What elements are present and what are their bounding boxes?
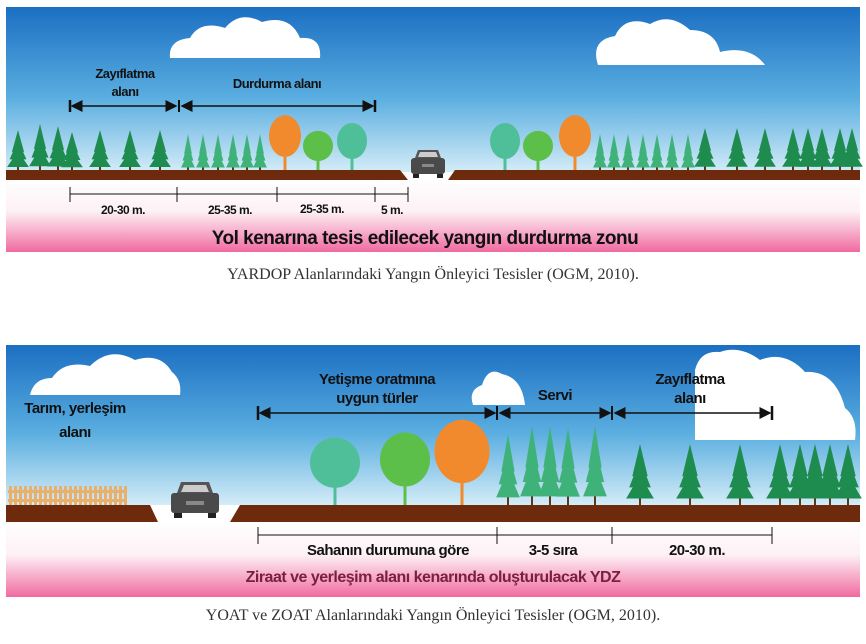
dimension-label: Sahanın durumuna göre [307, 542, 469, 559]
dimension-label: 3-5 sıra [529, 542, 579, 559]
conifer-tree-icon [665, 134, 679, 172]
conifer-tree-icon [240, 134, 254, 172]
car-icon [411, 150, 445, 178]
figure-yardop: Zayıflatma alanı Durdurma alanı 20-30 m.… [6, 7, 863, 252]
conifer-tree-icon [650, 134, 664, 172]
label-zayiflatma-2: alanı [111, 84, 138, 99]
deciduous-tree-icon [523, 130, 553, 172]
deciduous-tree-icon [310, 437, 360, 506]
conifer-tree-icon [766, 444, 794, 506]
conifer-tree-icon [834, 444, 862, 506]
label-tarim-2: alanı [59, 424, 91, 441]
label-tarim: Tarım, yerleşim [24, 400, 126, 417]
dimension-line [257, 527, 773, 544]
figure-title: Yol kenarına tesis edilecek yangın durdu… [212, 228, 639, 249]
conifer-tree-icon [681, 134, 695, 172]
deciduous-tree-icon [337, 123, 367, 172]
label-yetisme-2: uygun türler [336, 390, 418, 407]
dimension-label: 25-35 m. [208, 203, 252, 217]
deciduous-tree-icon [303, 130, 333, 172]
conifer-tree-icon [626, 444, 654, 506]
deciduous-tree-icon [434, 419, 490, 506]
conifer-tree-icon [811, 128, 833, 172]
label-yetisme: Yetişme oratmına [319, 371, 436, 388]
conifer-tree-icon [694, 128, 716, 172]
conifer-tree-icon [211, 134, 225, 172]
ground [6, 505, 860, 522]
conifer-tree-icon [149, 130, 171, 172]
conifer-tree-icon [226, 134, 240, 172]
figure-caption: YOAT ve ZOAT Alanlarındaki Yangın Önleyi… [205, 607, 661, 624]
conifer-tree-icon [726, 128, 748, 172]
fence [8, 486, 127, 505]
figure-yoat-zoat: Tarım, yerleşim alanı Yetişme oratmına u… [6, 345, 862, 597]
ground-band [6, 520, 860, 597]
figure-caption: YARDOP Alanlarındaki Yangın Önleyici Tes… [227, 266, 639, 283]
dimension-label: 5 m. [381, 203, 403, 217]
ground [6, 170, 860, 180]
label-zayiflatma: Zayıflatma [655, 371, 725, 388]
conifer-tree-icon [7, 130, 29, 172]
dimension-line [69, 187, 409, 202]
car-icon [171, 482, 219, 518]
label-zayiflatma: Zayıflatma [95, 66, 156, 81]
conifer-tree-icon [181, 134, 195, 172]
conifer-tree-icon [754, 128, 776, 172]
dimension-label: 20-30 m. [101, 203, 145, 217]
conifer-tree-icon [520, 426, 544, 506]
conifer-tree-icon [816, 444, 844, 506]
conifer-tree-icon [841, 128, 863, 172]
deciduous-tree-icon [559, 115, 591, 172]
conifer-tree-icon [253, 134, 267, 172]
span-arrows [68, 100, 377, 112]
dimension-label: 25-35 m. [300, 202, 344, 216]
conifer-tree-icon [593, 134, 607, 172]
conifer-tree-icon [47, 126, 69, 172]
conifer-tree-icon [89, 130, 111, 172]
conifer-tree-icon [607, 134, 621, 172]
deciduous-tree-icon [490, 123, 520, 172]
label-servi: Servi [538, 387, 573, 404]
ground-band [6, 178, 860, 252]
conifer-tree-icon [538, 426, 562, 506]
label-zayiflatma-2: alanı [674, 390, 706, 407]
conifer-tree-icon [636, 134, 650, 172]
conifer-tree-icon [496, 434, 520, 506]
conifer-tree-icon [196, 134, 210, 172]
conifer-tree-icon [61, 132, 83, 172]
tree-row [310, 419, 862, 506]
conifer-tree-icon [583, 426, 607, 506]
label-durdurma: Durdurma alanı [233, 76, 321, 91]
deciduous-tree-icon [269, 115, 301, 172]
conifer-tree-icon [782, 128, 804, 172]
deciduous-tree-icon [380, 432, 430, 506]
dimension-label: 20-30 m. [669, 542, 725, 559]
conifer-tree-icon [621, 134, 635, 172]
conifer-tree-icon [797, 128, 819, 172]
cloud [169, 17, 765, 65]
conifer-tree-icon [676, 444, 704, 506]
figure-title: Ziraat ve yerleşim alanı kenarında oluşt… [246, 569, 621, 586]
conifer-tree-icon [119, 130, 141, 172]
span-arrows [256, 406, 774, 420]
conifer-tree-icon [29, 124, 51, 172]
tree-row [7, 115, 863, 172]
conifer-tree-icon [556, 428, 580, 506]
sky [6, 7, 860, 172]
conifer-tree-icon [726, 444, 754, 506]
